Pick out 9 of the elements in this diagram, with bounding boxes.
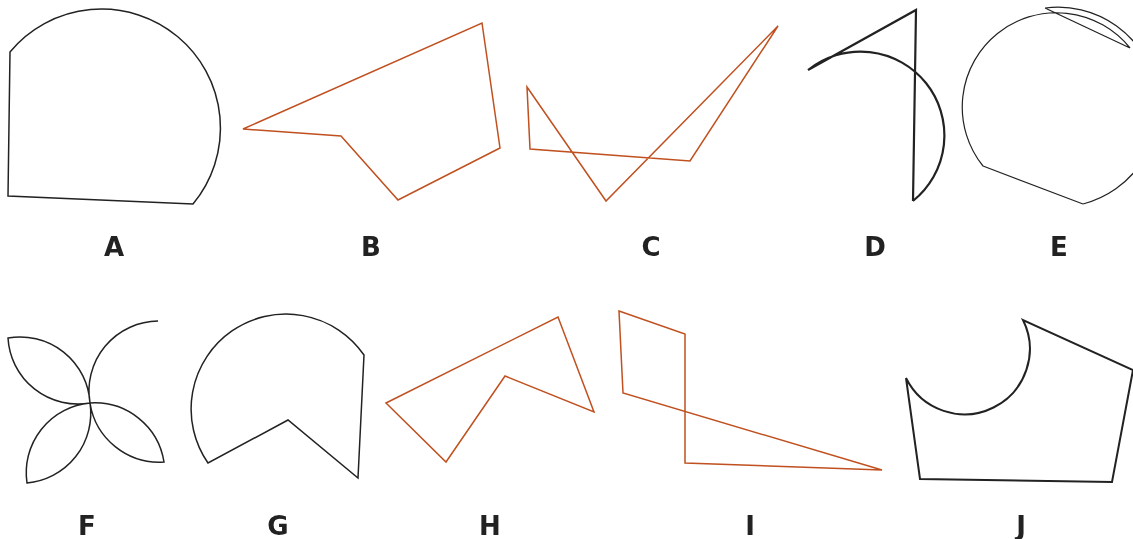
figure-letter: E <box>1050 232 1068 262</box>
figure-letter: H <box>479 511 501 539</box>
figure-letter: I <box>745 511 755 539</box>
figure-letter: B <box>361 232 381 262</box>
figure-letter: C <box>641 232 661 262</box>
figure-letter: G <box>267 511 289 539</box>
figure-letter: D <box>864 232 886 262</box>
figure-letter: F <box>78 511 96 539</box>
figure-letter: A <box>103 232 125 262</box>
